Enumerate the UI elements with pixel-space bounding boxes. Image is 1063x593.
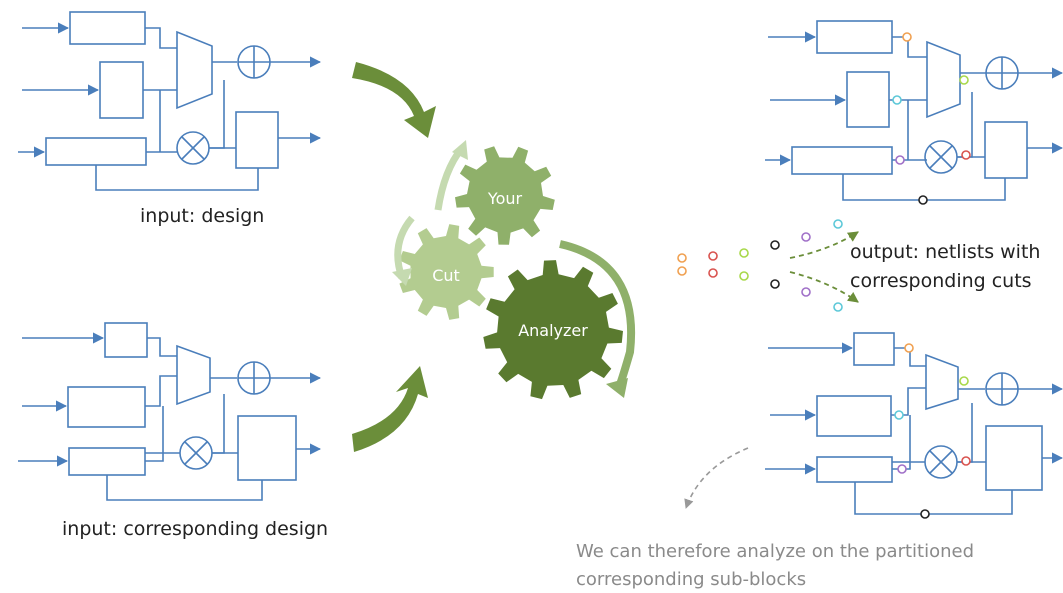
- register-box: [69, 11, 146, 45]
- wire: [212, 394, 225, 454]
- note-line1: We can therefore analyze on the partitio…: [576, 541, 974, 562]
- wire: [145, 375, 177, 407]
- cut-dot: [739, 248, 749, 258]
- gear-cut-label: Cut: [432, 266, 460, 285]
- logic-box: [237, 415, 297, 481]
- register-box: [816, 456, 893, 483]
- dashed-arrow-note: [684, 447, 749, 509]
- mux-shape: [926, 40, 961, 119]
- mux-shape: [925, 353, 959, 411]
- cut-dot: [708, 268, 718, 278]
- cut-dots: [677, 219, 843, 312]
- dashed-arrow-down: [789, 271, 859, 303]
- feedback-wire: [106, 475, 263, 501]
- register-box: [853, 332, 895, 366]
- cut-dot: [770, 240, 780, 250]
- cut-dot: [833, 219, 843, 229]
- gear-cut: Cut: [399, 224, 494, 320]
- cut-dot: [708, 251, 718, 261]
- gear-analyzer: Analyzer: [483, 260, 623, 400]
- note-line2: corresponding sub-blocks: [576, 569, 806, 590]
- logic-box: [984, 121, 1028, 179]
- wire: [145, 27, 177, 49]
- curved-arrow-in-top: [352, 62, 436, 138]
- dashed-arrow-up: [789, 231, 859, 259]
- cut-markers-top: [892, 32, 971, 205]
- circuit-corresponding-design: [18, 322, 322, 501]
- cut-dot: [801, 232, 811, 242]
- logic-box: [99, 61, 144, 119]
- logic-box: [67, 386, 146, 428]
- logic-box: [846, 71, 890, 128]
- cut-dot: [801, 287, 811, 297]
- feedback-wire: [854, 482, 1013, 515]
- label-output-line1: output: netlists with: [850, 241, 1040, 263]
- gear-analyzer-label: Analyzer: [518, 321, 588, 340]
- cut-dot: [770, 279, 780, 289]
- logic-box: [816, 395, 892, 437]
- cut-dot: [833, 302, 843, 312]
- circuit-output-top: [765, 20, 1063, 201]
- label-input-corresponding: input: corresponding design: [62, 518, 328, 540]
- mux-shape: [176, 344, 211, 406]
- cut-dot: [677, 266, 687, 276]
- wire: [147, 337, 177, 357]
- register-box: [791, 146, 893, 175]
- register-box: [45, 137, 147, 166]
- feedback-wire: [95, 165, 259, 191]
- register-box: [104, 322, 148, 358]
- cut-dot: [677, 253, 687, 263]
- register-box: [68, 447, 146, 476]
- wire: [892, 36, 927, 58]
- gear-your-label: Your: [487, 189, 523, 208]
- curved-arrow-in-bottom: [352, 366, 428, 452]
- cut-dot: [739, 271, 749, 281]
- wire: [145, 406, 164, 462]
- logic-box: [985, 425, 1043, 491]
- gear-your: Your: [455, 146, 555, 245]
- register-box: [816, 20, 893, 54]
- circuit-input-design: [18, 11, 322, 191]
- label-input-design: input: design: [140, 205, 264, 227]
- mux-shape: [176, 30, 213, 110]
- cut-markers-bottom: [894, 343, 971, 519]
- label-output-line2: corresponding cuts: [850, 270, 1032, 292]
- rotation-arc-analyzer: [559, 240, 636, 392]
- logic-box: [235, 111, 279, 169]
- circuit-output-bottom: [765, 332, 1063, 515]
